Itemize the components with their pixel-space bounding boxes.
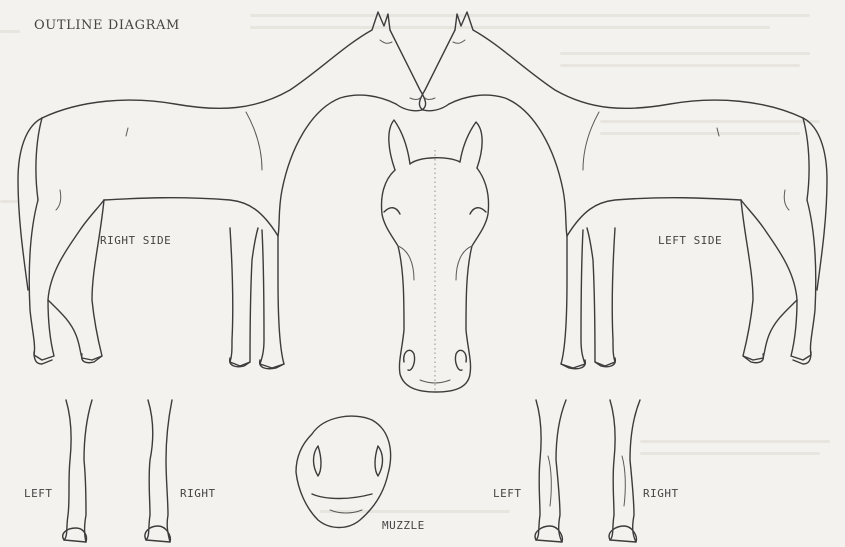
label-legs-right-b: RIGHT [643, 487, 679, 500]
label-muzzle: MUZZLE [382, 519, 425, 532]
label-right-side: RIGHT SIDE [100, 234, 171, 247]
label-left-side: LEFT SIDE [658, 234, 722, 247]
label-legs-right-a: RIGHT [180, 487, 216, 500]
label-legs-left-b: LEFT [493, 487, 522, 500]
diagram-title: OUTLINE DIAGRAM [34, 18, 180, 33]
label-legs-left-a: LEFT [24, 487, 53, 500]
